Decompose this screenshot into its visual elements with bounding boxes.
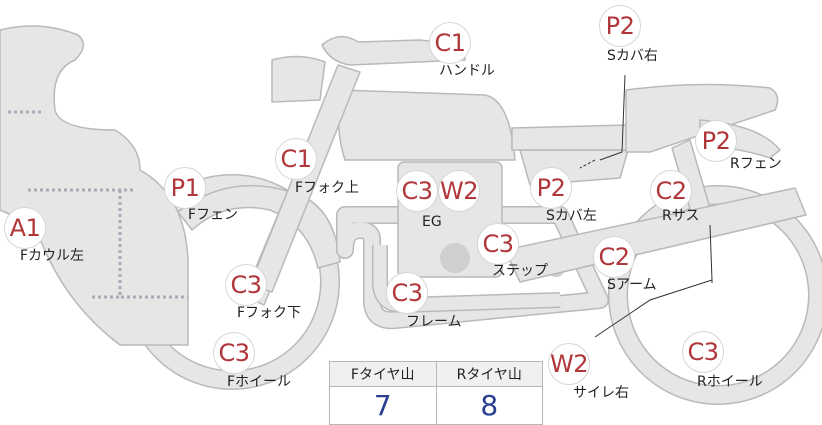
part-label-f-fender: Fフェン: [188, 207, 239, 223]
tire-tread-table: Fタイヤ山 Rタイヤ山 7 8: [329, 361, 543, 425]
grade-badge-step: C3: [477, 223, 519, 265]
part-label-silencer-right: サイレ右: [573, 385, 629, 401]
grade-badge-r-fender: P2: [695, 120, 737, 162]
front-tire-value: 7: [329, 386, 437, 425]
part-label-f-fork-lower: Fフォク下: [237, 305, 302, 321]
grade-badge-f-fork-lower: C3: [225, 264, 267, 306]
front-cowl-shape: [0, 25, 189, 346]
part-label-step: ステップ: [492, 263, 548, 279]
part-label-r-suspension: Rサス: [662, 208, 700, 224]
rear-tire-header: Rタイヤ山: [435, 361, 543, 387]
grade-badge-engine-w: W2: [438, 170, 480, 212]
part-label-s-cover-left: Sカバ左: [546, 208, 597, 224]
grade-badge-f-wheel: C3: [213, 332, 255, 374]
grade-badge-s-cover-left: P2: [530, 167, 572, 209]
front-tire-header: Fタイヤ山: [329, 361, 437, 387]
part-label-frame: フレーム: [406, 314, 462, 330]
part-label-s-cover-right: Sカバ右: [607, 48, 658, 64]
grade-badge-silencer-right: W2: [548, 343, 590, 385]
grade-badge-f-fork-upper: C1: [275, 138, 317, 180]
part-label-f-wheel: Fホイール: [227, 374, 292, 390]
grade-badge-f-cowl-left: A1: [4, 207, 46, 249]
grade-badge-s-arm: C2: [593, 236, 635, 278]
part-label-f-fork-upper: Fフォク上: [295, 180, 360, 196]
grade-badge-engine: C3: [396, 170, 438, 212]
tank-shape: [337, 89, 516, 161]
grade-badge-r-wheel: C3: [682, 331, 724, 373]
part-label-r-wheel: Rホイール: [697, 374, 763, 390]
seat-shape: [511, 124, 629, 151]
rear-tire-value: 8: [435, 386, 543, 425]
part-label-s-arm: Sアーム: [607, 277, 657, 293]
part-label-handle: ハンドル: [439, 63, 495, 79]
grade-badge-r-suspension: C2: [650, 170, 692, 212]
grade-badge-s-cover-right: P2: [599, 5, 641, 47]
part-label-r-fender: Rフェン: [730, 156, 782, 172]
grade-badge-f-fender: P1: [164, 167, 206, 209]
grade-badge-handle: C1: [429, 22, 471, 64]
swing-arm-shape: [504, 187, 807, 283]
part-label-f-cowl-left: Fカウル左: [20, 248, 85, 264]
part-label-engine: EG: [422, 214, 442, 230]
grade-badge-frame: C3: [386, 272, 428, 314]
